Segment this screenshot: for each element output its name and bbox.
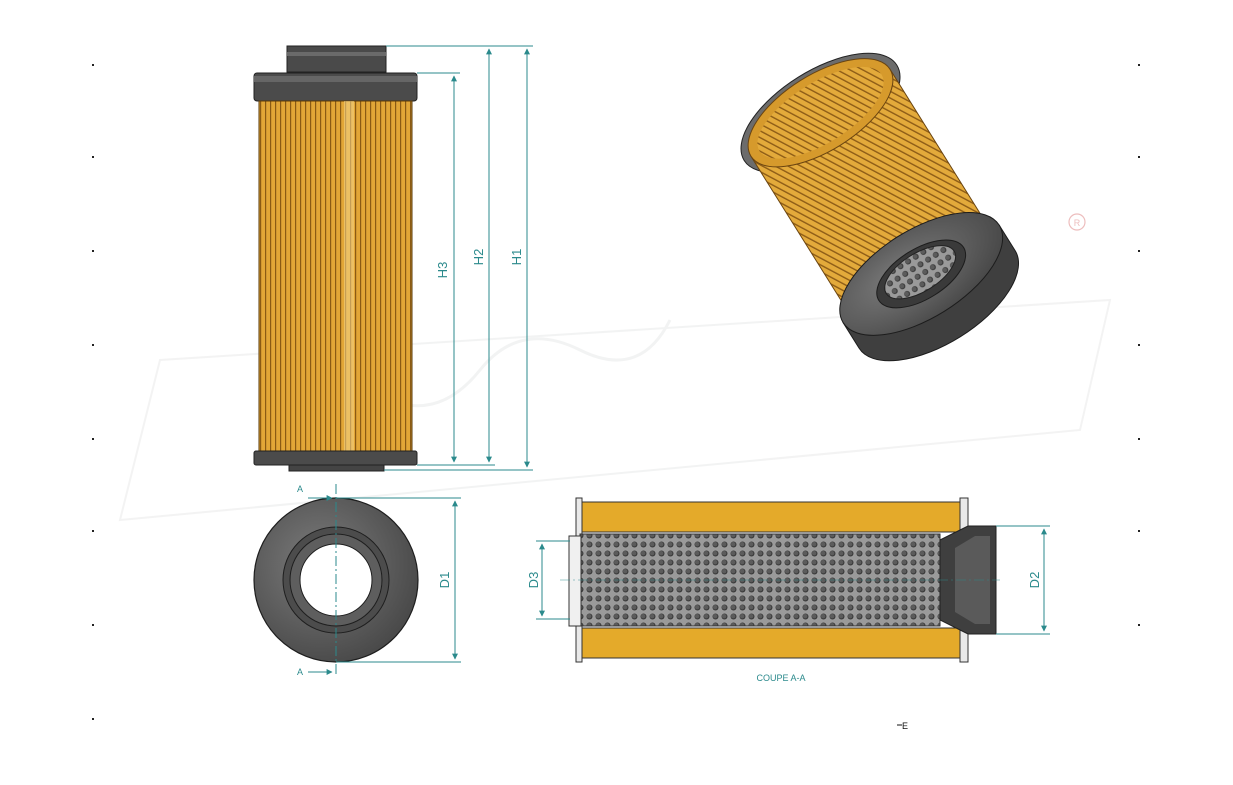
dimension-d2: D2 xyxy=(996,525,1050,635)
edge-ticks xyxy=(92,64,1140,720)
corner-mark: E xyxy=(897,721,908,731)
label-d1: D1 xyxy=(437,572,452,589)
dimension-d1: D1 xyxy=(336,497,461,663)
section-marker-bottom-label: A xyxy=(297,667,303,677)
section-label: COUPE A-A xyxy=(756,673,805,683)
isometric-filter xyxy=(740,52,1019,362)
end-view-filter xyxy=(253,484,419,676)
label-d2: D2 xyxy=(1027,572,1042,589)
section-marker-top: A xyxy=(297,484,333,501)
registered-mark-icon: R xyxy=(1068,213,1086,231)
section-view-filter xyxy=(560,497,1000,663)
label-h1: H1 xyxy=(509,249,524,266)
corner-mark-label: E xyxy=(902,721,908,731)
label-h2: H2 xyxy=(471,249,486,266)
dimension-h1: H1 xyxy=(384,45,533,471)
section-marker-bottom: A xyxy=(297,667,333,677)
section-marker-top-label: A xyxy=(297,484,303,494)
svg-text:R: R xyxy=(1074,218,1081,228)
dimension-d3: D3 xyxy=(526,540,570,620)
side-view-filter xyxy=(253,45,418,472)
label-h3: H3 xyxy=(435,262,450,279)
label-d3: D3 xyxy=(526,572,541,589)
